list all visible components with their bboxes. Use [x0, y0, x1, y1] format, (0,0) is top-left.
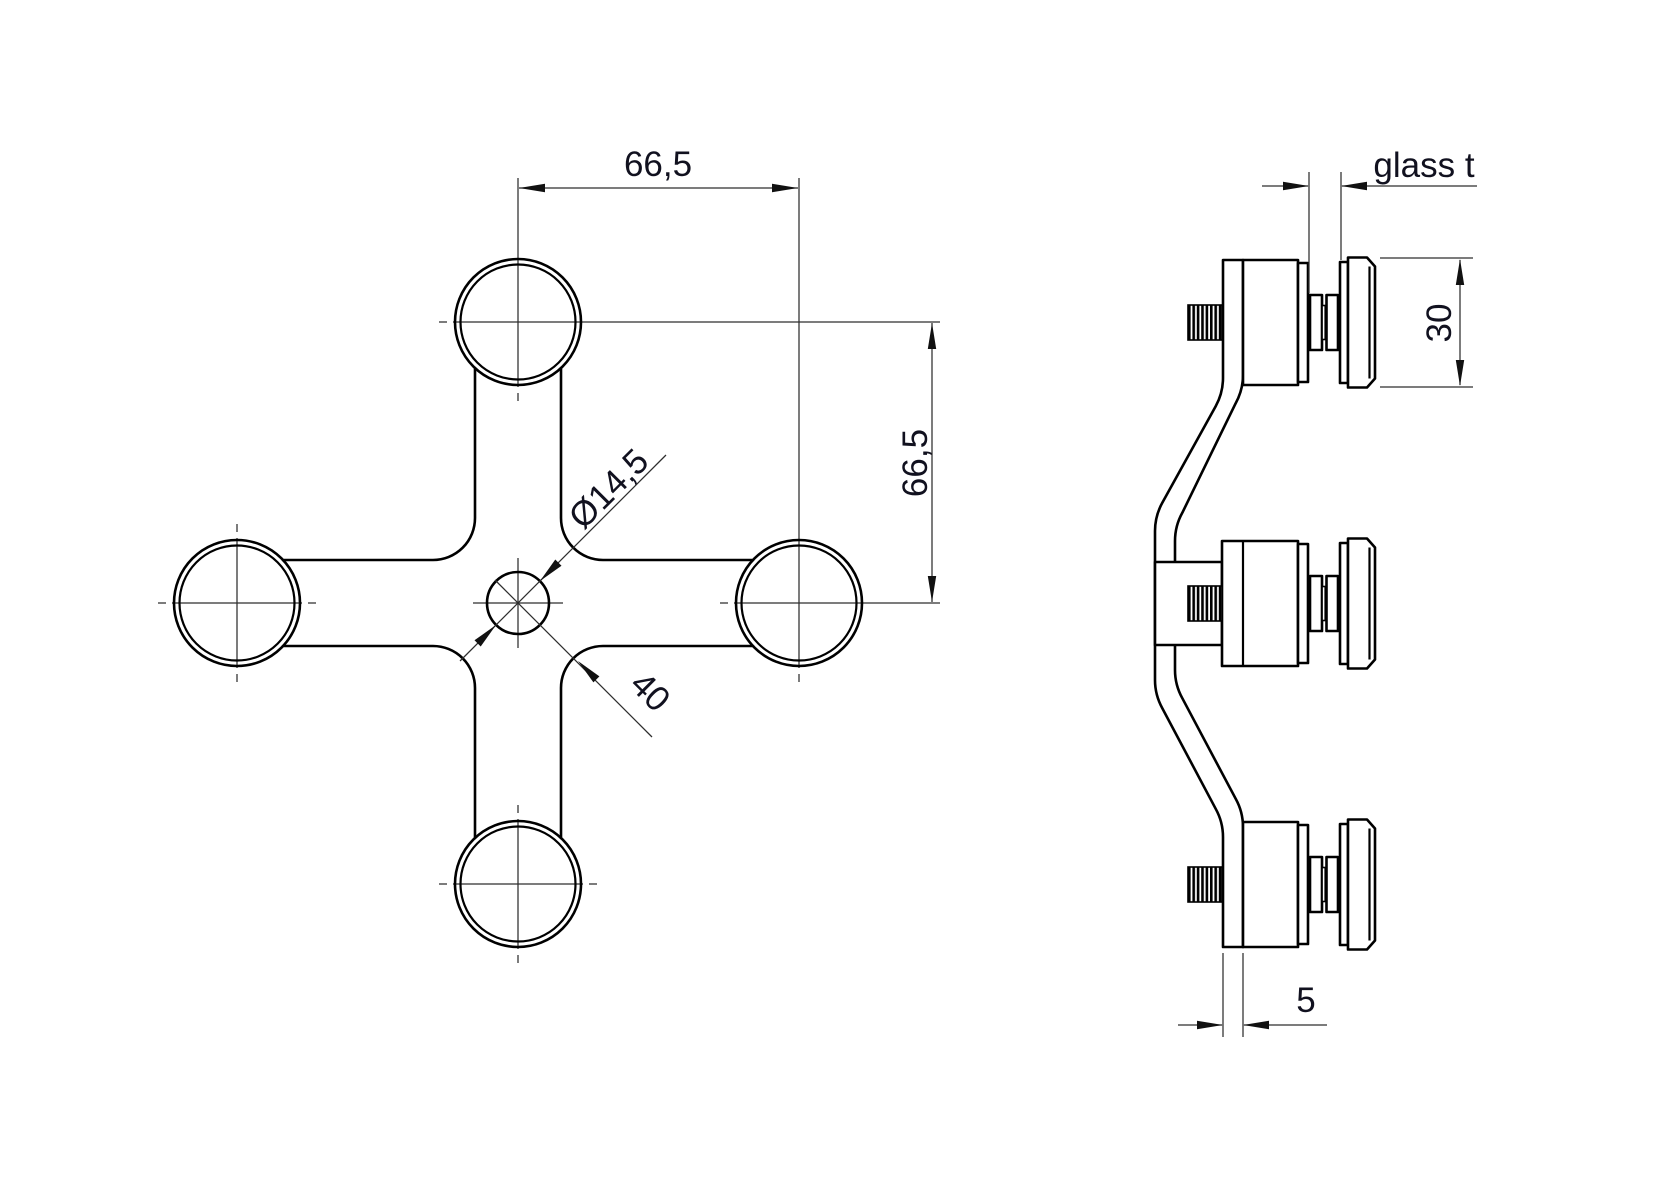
arm-width-label: 40 — [623, 664, 678, 719]
disc-right — [734, 538, 864, 668]
dim-plate-thickness: 5 — [1178, 953, 1327, 1037]
threaded-stud-middle — [1187, 585, 1223, 622]
cover-caps — [1338, 256, 1377, 951]
dim-fitting-height: 30 — [1380, 257, 1473, 388]
disc-top — [453, 257, 583, 387]
inner-flange-bottom — [1296, 823, 1310, 946]
fitting-height-label: 30 — [1420, 304, 1459, 343]
gaskets — [1308, 293, 1340, 914]
dim-glass-thickness: glass t — [1262, 146, 1477, 293]
clamp-disc-top — [1241, 258, 1300, 387]
center-hole-label: Ø14,5 — [561, 441, 656, 536]
side-view: glass t 30 5 — [1153, 146, 1477, 1037]
center-hole — [485, 570, 551, 636]
disc-left — [172, 538, 302, 668]
clamp-disc-bottom — [1241, 820, 1300, 949]
vertical-spacing-label: 66,5 — [896, 429, 935, 497]
mounting-discs — [172, 257, 864, 949]
horizontal-spacing-label: 66,5 — [624, 145, 692, 184]
inner-flange-middle — [1296, 542, 1310, 665]
disc-bottom — [453, 819, 583, 949]
threaded-stud-bottom — [1187, 866, 1223, 903]
dim-horizontal-spacing: 66,5 — [519, 145, 798, 193]
plate-thickness-label: 5 — [1296, 981, 1315, 1020]
inner-flange-top — [1296, 261, 1310, 384]
clamp-disc-middle — [1220, 539, 1300, 668]
dim-vertical-spacing: 66,5 — [896, 323, 937, 602]
front-view: 66,5 66,5 Ø14,5 40 — [158, 145, 940, 963]
glass-thickness-label: glass t — [1373, 146, 1474, 185]
dim-center-hole: Ø14,5 — [459, 441, 667, 662]
threaded-stud-top — [1187, 304, 1223, 341]
